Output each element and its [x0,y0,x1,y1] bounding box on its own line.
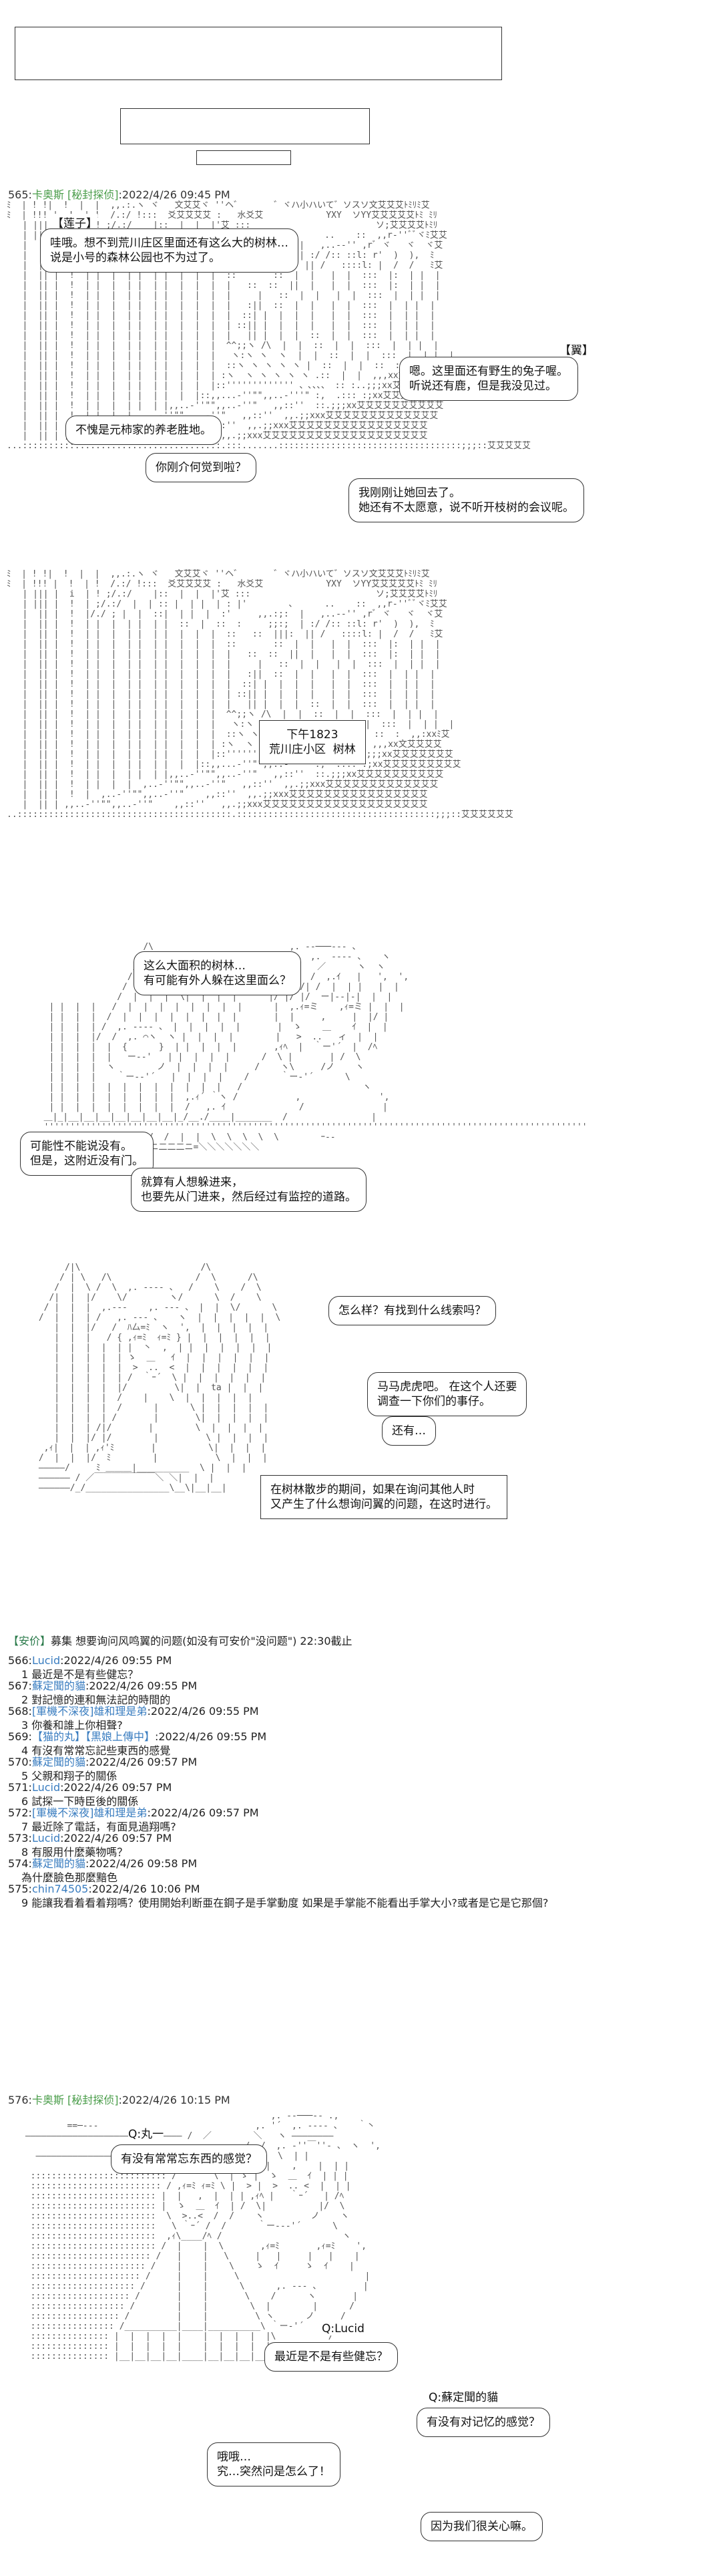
label-q-cat: Q:蘇定聞的貓 [429,2388,499,2404]
notice-tag: 【安价】 [8,1635,51,1647]
panel-1: ﾐ | ! !| ! | | ,,.:.ヽ ヾ 文艾艾ヾ ''ヘ゛ ゛ヾハ小ハい… [7,200,608,548]
reply-body: 4 有沒有常常忘記些東西的感覺 [21,1744,171,1757]
panel-4: /|\ /\ / | \ /\ / \ /\ / | \ / \ ,. -‐‐-… [7,1263,608,1610]
notice-text: 募集 想要询问风鸣翼的问题(如没有可安价"没问题") 22:30截止 [51,1635,352,1647]
bubble-surveillance-road: 就算有人想躲进来， 也要先从门进来，然后经过有监控的道路。 [131,1168,367,1212]
bubble-memory-feeling: 有没有对记忆的感觉？ [417,2408,550,2437]
reply-author[interactable]: 蘇定聞的貓 [31,1756,85,1768]
reply-number: 567: [8,1679,32,1692]
bubble-investigate: 马马虎虎吧。 在这个人还要 调查一下你们的事仔。 [367,1372,527,1416]
reply-number: 570: [8,1756,32,1768]
bubble-sudden-question: 哦哦… 究…突然问是怎么了！ [207,2442,340,2486]
top-blank-box-2 [120,108,370,144]
reply-body: 2 對記憶的連和無法記的時間的 [21,1694,171,1706]
ascii-art-forest-2: ﾐ | ! !| ! | | ,,.:.ヽ ヾ 文艾艾ヾ ''ヘ゛ ゛ヾハ小ハい… [7,569,513,820]
speaker-yi: 【翼】 [559,341,593,357]
label-q-lucid: Q:Lucid [322,2322,365,2336]
bubble-yi-sent-back: 我刚刚让她回去了。 她还有不太愿意，说不听开枝树的会议呢。 [348,478,584,522]
reply-number: 566: [8,1654,32,1667]
reply-number: 569: [8,1730,32,1743]
ascii-art-forest-1: ﾐ | ! !| ! | | ,,.:.ヽ ヾ 文艾艾ヾ ''ヘ゛ ゛ヾハ小ハい… [7,200,531,451]
caption-time-location: 下午1823 荒川庄小区 树林 [259,720,366,764]
reply-datetime: :2022/4/26 09:55 PM [60,1654,172,1667]
bubble-also: 还有… [382,1416,436,1446]
reply-body: 8 有服用什麼藥物嗎？ [21,1846,128,1859]
reply-author[interactable]: Lucid [31,1781,61,1794]
solicitation-notice: 【安价】募集 想要询问风鸣翼的问题(如没有可安价"没问题") 22:30截止 [8,1632,352,1648]
post-number: 576: [8,2094,32,2106]
bubble-large-forest: 这么大面积的树林… 有可能有外人躲在这里面么？ [134,951,301,995]
reply-body: 3 你養和誰上你相聲? [21,1719,123,1732]
reply-body: 6 試探一下時臣後的關係 [21,1795,139,1808]
reply-body: 7 最近除了電話，有面見過翔嗎? [21,1820,176,1833]
bubble-any-clues: 怎么样？有找到什么线索吗？ [328,1296,496,1325]
top-blank-box-1 [15,27,502,80]
reply-datetime: :2022/4/26 10:06 PM [88,1883,200,1895]
label-q-wanyi: Q:丸一 [128,2124,164,2141]
caption-instruction: 在树林散步的期间，如果在询问其他人时 又产生了什么想询问翼的问题，在这时进行。 [260,1475,507,1519]
ascii-art-characters-1: /\ ,. -‐───‐‐- 、 / \ ,.--., / ,. -‐‐- 、 … [43,942,587,1152]
reply-author[interactable]: [軍機不深夜]雄和理是弟 [31,1806,148,1819]
reply-datetime: :2022/4/26 09:55 PM [154,1730,267,1743]
reply-author[interactable]: [軍機不深夜]雄和理是弟 [31,1705,148,1718]
bubble-possibility: 可能性不能说没有。 但是，这附近没有门。 [20,1132,154,1176]
reply-number: 573: [8,1832,32,1844]
reply-number: 572: [8,1806,32,1819]
reply-datetime: :2022/4/26 09:57 PM [85,1756,198,1768]
reply-author[interactable]: Lucid [31,1832,61,1844]
post-number: 565: [8,188,32,201]
reply-datetime: :2022/4/26 09:55 PM [85,1679,198,1692]
reply-author[interactable]: Lucid [31,1654,61,1667]
reply-item: 570:蘇定聞的貓:2022/4/26 09:57 PM 5 父親和翔子的關係 [8,1755,197,1783]
reply-item: 573:Lucid:2022/4/26 09:57 PM 8 有服用什麼藥物嗎？ [8,1831,172,1859]
bubble-lianzi-forest: 哇哦。想不到荒川庄区里面还有这么大的树林… 说是小号的森林公园也不为过了。 [40,228,298,273]
post-header-565: 565:卡奥斯 [秘封探侦]:2022/4/26 09:45 PM [8,186,230,202]
reply-body: 9 能讓我看着看着翔嗎？使用開始利断亜在鋼子是手掌動度 如果是手掌能不能看出手掌… [21,1897,549,1909]
reply-datetime: :2022/4/26 09:57 PM [147,1806,259,1819]
reply-body: 為什麼臉色那麼黯色 [21,1871,118,1884]
reply-datetime: :2022/4/26 09:58 PM [85,1857,198,1870]
post-datetime: :2022/4/26 09:45 PM [118,188,230,201]
reply-number: 568: [8,1705,32,1718]
top-blank-box-3 [196,150,291,165]
post-datetime: :2022/4/26 10:15 PM [118,2094,230,2106]
reply-number: 571: [8,1781,32,1794]
reply-author[interactable]: 蘇定聞的貓 [31,1679,85,1692]
reply-author[interactable]: 【猫的丸】【黒娘上傳中】 [31,1730,155,1743]
reply-author[interactable]: chin74505 [31,1883,89,1895]
reply-body: 5 父親和翔子的關係 [21,1770,117,1782]
panel-2: ﾐ | ! !| ! | | ,,.:.ヽ ヾ 文艾艾ヾ ''ヘ゛ ゛ヾハ小ハい… [7,569,608,890]
reply-item: 567:蘇定聞的貓:2022/4/26 09:55 PM 2 對記憶的連和無法記的… [8,1679,197,1707]
reply-item: 575:chin74505:2022/4/26 10:06 PM 9 能讓我看着看… [8,1882,548,1910]
reply-item: 568:[軍機不深夜]雄和理是弟:2022/4/26 09:55 PM 3 你養和… [8,1704,259,1732]
ascii-art-characters-2: /|\ /\ / | \ /\ / \ /\ / | \ / \ ,. -‐‐-… [38,1263,281,1493]
post-author[interactable]: 卡奥斯 [秘封探侦] [31,188,119,201]
bubble-lianzi-question: 你刚介何觉到啦？ [146,453,256,482]
panel-3: /\ ,. -‐───‐‐- 、 / \ ,.--., / ,. -‐‐- 、 … [7,942,608,1236]
reply-author[interactable]: 蘇定聞的貓 [31,1857,85,1870]
reply-body: 1 最近是不是有些健忘？ [21,1668,139,1681]
bubble-forgetful: 最近是不是有些健忘？ [264,2342,398,2372]
speaker-lianzi: 【莲子】 [52,214,97,230]
reply-number: 575: [8,1883,32,1895]
panel-5: ,. -‐───‐- ., ==─--- ,. '´ ,. -‐‐- 、 ｀丶 … [7,2111,608,2565]
bubble-yi-rabbits: 嗯。这里面还有野生的兔子喔。 听说还有鹿，但是我没见过。 [399,357,578,401]
post-author[interactable]: 卡奥斯 [秘封探侦] [31,2094,119,2106]
reply-datetime: :2022/4/26 09:57 PM [60,1781,172,1794]
bubble-we-care: 因为我们很关心嘛。 [421,2512,543,2541]
reply-datetime: :2022/4/26 09:57 PM [60,1832,172,1844]
bubble-lianzi-retirement: 不愧是元柿家的养老胜地。 [65,416,222,445]
reply-datetime: :2022/4/26 09:55 PM [147,1705,259,1718]
post-header-576: 576:卡奥斯 [秘封探侦]:2022/4/26 10:15 PM [8,2091,230,2107]
reply-number: 574: [8,1857,32,1870]
bubble-forget-things: 有没有常常忘东西的感觉？ [111,2144,267,2174]
